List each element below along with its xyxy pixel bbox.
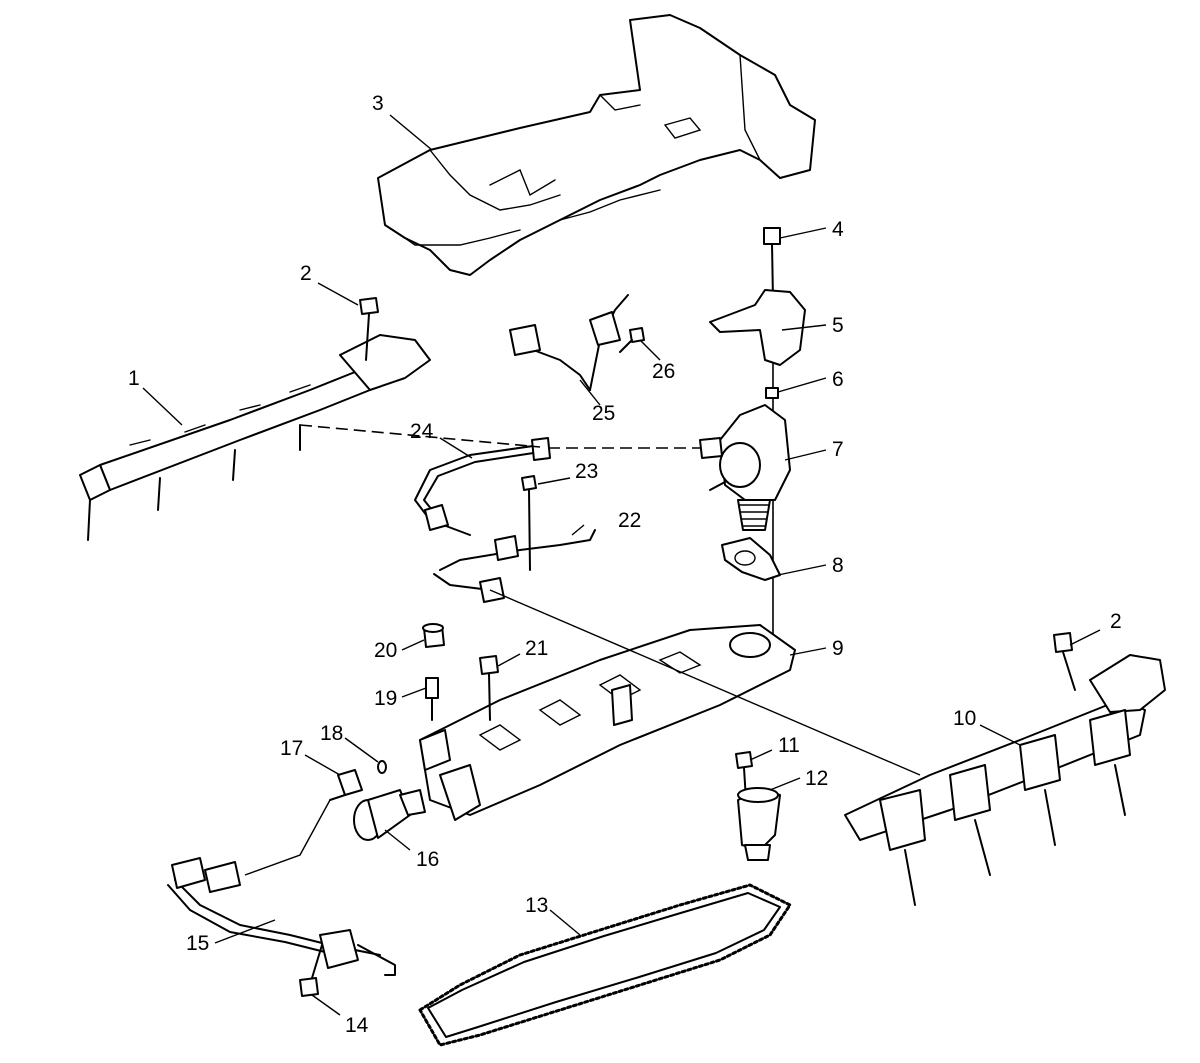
callout-10: 10: [953, 707, 976, 730]
part-18-o-ring: [377, 760, 387, 774]
callout-21: 21: [525, 637, 548, 660]
part-5-bracket: [709, 289, 806, 366]
callout-7: 7: [832, 438, 844, 461]
part-1-left-fuel-rail: [79, 334, 431, 541]
callout-18: 18: [320, 722, 343, 745]
part-14-bolt: [299, 944, 323, 997]
part-8-gasket: [721, 537, 781, 581]
callout-2-left: 2: [300, 262, 312, 285]
callout-12: 12: [805, 767, 828, 790]
part-6-spacer: [765, 387, 779, 399]
callout-4: 4: [832, 218, 844, 241]
callout-23: 23: [575, 460, 598, 483]
part-2-bolt-left: [359, 297, 379, 361]
part-22-fuel-line: [433, 529, 596, 603]
callout-20: 20: [374, 639, 397, 662]
part-19-valve: [425, 677, 439, 721]
callout-26: 26: [652, 360, 675, 383]
callout-6: 6: [832, 368, 844, 391]
assembly-lines: [244, 424, 921, 876]
callout-19: 19: [374, 687, 397, 710]
callout-17: 17: [280, 737, 303, 760]
callout-11: 11: [778, 734, 800, 757]
part-25-harness: [509, 294, 629, 391]
part-21-bolt: [479, 655, 499, 721]
callout-22: 22: [618, 509, 641, 532]
callout-14: 14: [345, 1014, 369, 1037]
part-20-cap: [422, 623, 445, 648]
callout-24: 24: [410, 420, 434, 443]
callout-9: 9: [832, 637, 844, 660]
part-23-bolt: [521, 475, 537, 571]
part-16-connector: [353, 789, 426, 841]
part-15-wiring-harness: [167, 857, 396, 976]
callout-5: 5: [832, 314, 844, 337]
callout-13: 13: [525, 894, 548, 917]
part-7-fuel-pump: [699, 404, 791, 531]
part-3-engine-cover: [377, 14, 816, 276]
callout-1: 1: [128, 367, 140, 390]
callout-8: 8: [832, 554, 844, 577]
callout-leaders: [142, 114, 1101, 1016]
part-12-sensor: [737, 787, 781, 861]
callout-25: 25: [592, 402, 615, 425]
part-24-fuel-line: [414, 437, 551, 536]
part-17-sensor: [329, 769, 363, 801]
part-2-bolt-right: [1053, 632, 1076, 691]
part-26-bolt: [619, 327, 645, 353]
callout-labels: 1 2 3 4 5 6 7 8 9 10 2 11 12 13 14 15 16…: [128, 92, 1122, 1037]
callout-16: 16: [416, 848, 439, 871]
callout-2-right: 2: [1110, 610, 1122, 633]
part-10-right-fuel-rail: [844, 654, 1166, 906]
part-9-pump-housing: [419, 624, 796, 821]
callout-15: 15: [186, 932, 209, 955]
part-13-gasket: [418, 883, 792, 1047]
callout-3: 3: [372, 92, 384, 115]
